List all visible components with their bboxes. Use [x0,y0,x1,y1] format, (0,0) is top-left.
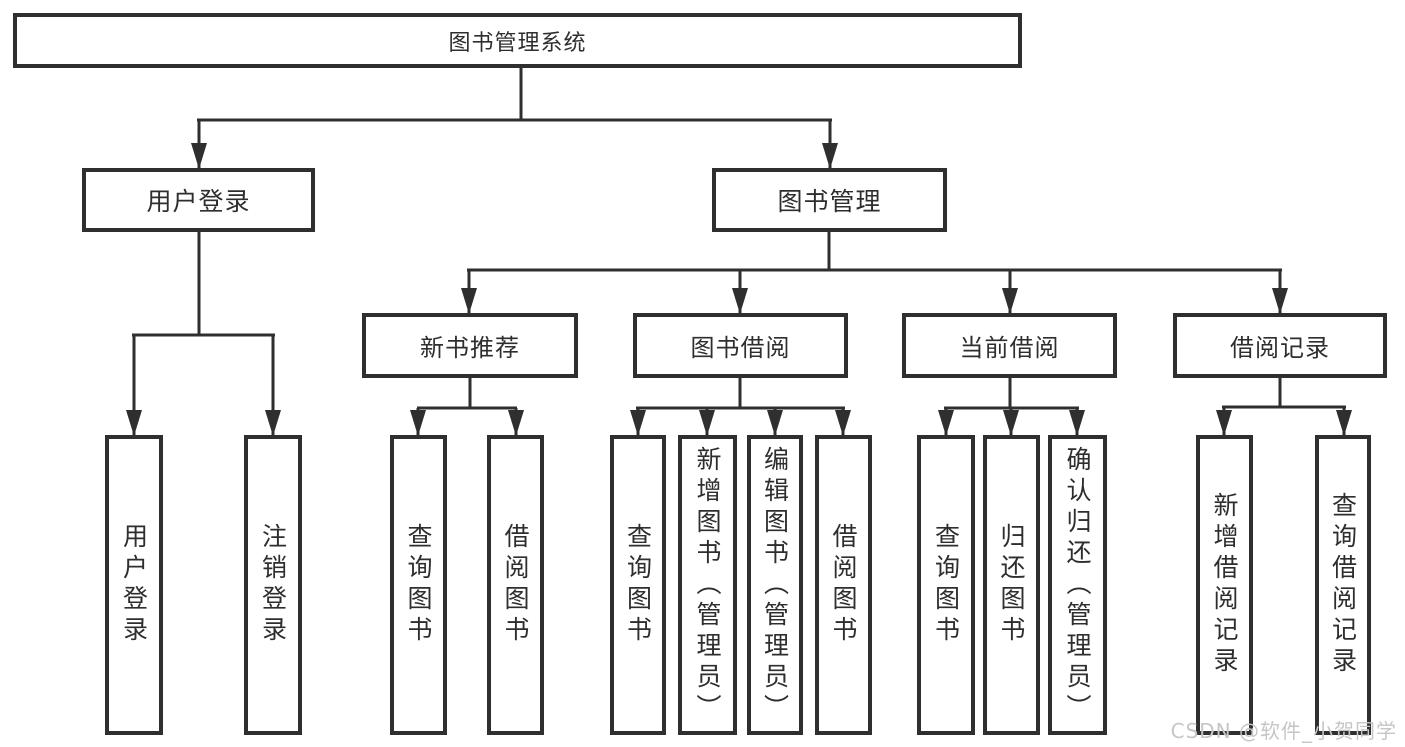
leaf-borrowing-query-books: 查询图书 [610,435,666,735]
branch-new-book-recommendation [410,378,524,436]
leaf-add-borrowing-record: 新增借阅记录 [1196,435,1253,735]
node-new-book-recommendation: 新书推荐 [362,313,578,378]
leaf-label: 查询图书 [404,523,433,647]
node-label: 图书管理 [777,187,882,216]
leaf-return-books: 归还图书 [983,435,1040,735]
branch-book-borrowing [630,378,851,436]
leaf-current-query-books: 查询图书 [917,435,975,735]
leaf-add-books-admin: 新增图书（管理员） [678,435,737,735]
node-user-login: 用户登录 [82,168,315,232]
csdn-watermark: CSDN @软件_小贺同学 [1170,719,1397,743]
node-library-management-system: 图书管理系统 [13,13,1022,68]
leaf-recommend-query-books: 查询图书 [390,435,447,735]
leaf-label: 用户登录 [119,523,149,647]
node-borrowing-records: 借阅记录 [1173,313,1387,378]
leaf-label: 借阅图书 [829,523,858,647]
node-label: 用户登录 [146,187,251,216]
node-label: 图书管理系统 [448,30,587,56]
leaf-label: 确认归还（管理员） [1063,445,1092,725]
leaf-query-borrowing-record: 查询借阅记录 [1315,435,1371,735]
node-book-borrowing: 图书借阅 [633,313,848,378]
leaf-label: 查询借阅记录 [1328,492,1358,678]
leaf-user-login: 用户登录 [105,435,163,735]
node-book-management: 图书管理 [712,168,947,232]
leaf-label: 归还图书 [997,523,1026,647]
branch-book-management [461,232,1288,314]
node-label: 当前借阅 [959,334,1060,362]
leaf-label: 注销登录 [258,523,288,647]
node-label: 借阅记录 [1230,334,1330,362]
branch-root-to-level2 [191,68,838,169]
node-label: 图书借阅 [690,334,791,362]
leaf-label: 查询图书 [931,523,961,647]
leaf-label: 查询图书 [623,523,653,647]
leaf-label: 借阅图书 [501,523,530,647]
leaf-label: 编辑图书（管理员） [760,445,790,725]
leaf-recommend-borrow-books: 借阅图书 [487,435,544,735]
leaf-confirm-return-admin: 确认归还（管理员） [1048,435,1107,735]
leaf-label: 新增图书（管理员） [693,445,722,725]
leaf-label: 新增借阅记录 [1210,492,1239,678]
node-current-borrowing: 当前借阅 [902,313,1117,378]
branch-current-borrowing [938,378,1085,436]
leaf-edit-books-admin: 编辑图书（管理员） [747,435,803,735]
branch-user-login [126,232,281,436]
leaf-borrowing-borrow-books: 借阅图书 [815,435,872,735]
node-label: 新书推荐 [420,334,520,362]
branch-borrowing-records [1216,378,1352,436]
leaf-logout: 注销登录 [244,435,302,735]
